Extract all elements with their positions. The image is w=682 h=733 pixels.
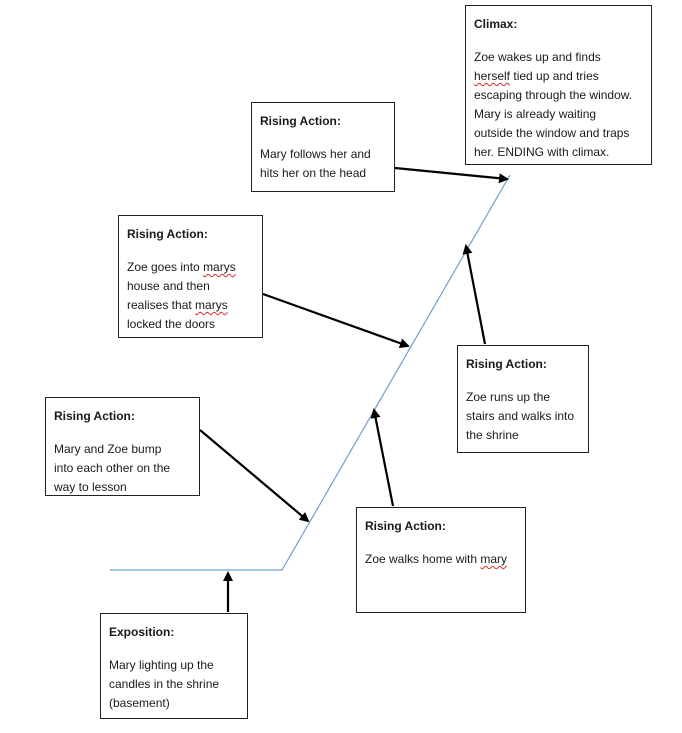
rising-action-title: Rising Action: bbox=[127, 227, 208, 241]
exposition-title: Exposition: bbox=[109, 625, 175, 639]
text-line: house and then bbox=[127, 277, 254, 296]
rising-action-text: Mary and Zoe bump into each other on the w… bbox=[54, 440, 191, 497]
arrow-rising-5 bbox=[370, 408, 395, 507]
rising-action-text: Mary follows her and hits her on the head bbox=[260, 145, 386, 183]
spellcheck-word: marys bbox=[203, 260, 236, 274]
rising-action-box-1: Rising Action: Mary follows her and hits … bbox=[251, 102, 395, 192]
text-line: outside the window and traps bbox=[474, 124, 643, 143]
exposition-text: Mary lighting up the candles in the shrin… bbox=[109, 656, 239, 713]
text-line: herself tied up and tries bbox=[474, 67, 643, 86]
text-line: Mary and Zoe bump bbox=[54, 440, 191, 459]
text-line: Zoe walks home with mary bbox=[365, 550, 517, 569]
text-line: Zoe runs up the bbox=[466, 388, 580, 407]
spellcheck-word: herself bbox=[474, 69, 511, 83]
arrow-rising-2 bbox=[262, 292, 410, 349]
text-line: into each other on the bbox=[54, 459, 191, 478]
text-line: locked the doors bbox=[127, 315, 254, 334]
text-segment: outside the window and traps bbox=[474, 126, 630, 140]
text-segment: Mary lighting up the bbox=[109, 658, 214, 672]
text-segment: tied up and tries bbox=[510, 69, 599, 83]
text-line: hits her on the head bbox=[260, 164, 386, 183]
text-line: escaping through the window. bbox=[474, 86, 643, 105]
rising-action-title: Rising Action: bbox=[54, 409, 135, 423]
text-line: Mary is already waiting bbox=[474, 105, 643, 124]
arrow-rising-4 bbox=[199, 429, 310, 523]
text-line: Mary follows her and bbox=[260, 145, 386, 164]
text-segment: way to lesson bbox=[54, 480, 127, 494]
text-segment: hits her on the head bbox=[260, 166, 367, 180]
rising-action-text: Zoe walks home with mary bbox=[365, 550, 517, 569]
text-segment: Mary follows her and bbox=[260, 147, 371, 161]
text-segment: Zoe runs up the bbox=[466, 390, 551, 404]
text-line: way to lesson bbox=[54, 478, 191, 497]
text-segment: Mary and Zoe bump bbox=[54, 442, 162, 456]
text-line: her. ENDING with climax. bbox=[474, 143, 643, 162]
rising-action-box-2: Rising Action: Zoe goes into marys house … bbox=[118, 215, 263, 338]
climax-text: Zoe wakes up and finds herself tied up an… bbox=[474, 48, 643, 162]
text-segment: (basement) bbox=[109, 696, 170, 710]
text-line: realises that marys bbox=[127, 296, 254, 315]
climax-box: Climax: Zoe wakes up and finds herself ti… bbox=[465, 5, 652, 165]
rising-action-box-5: Rising Action: Zoe walks home with mary bbox=[356, 507, 526, 613]
rising-action-title: Rising Action: bbox=[260, 114, 341, 128]
text-segment: stairs and walks into bbox=[466, 409, 575, 423]
text-segment: house and then bbox=[127, 279, 210, 293]
text-line: (basement) bbox=[109, 694, 239, 713]
arrow-rising-1 bbox=[394, 166, 509, 184]
text-line: the shrine bbox=[466, 426, 580, 445]
rising-action-title: Rising Action: bbox=[466, 357, 547, 371]
arrow-rising-3 bbox=[462, 244, 487, 345]
rising-action-text: Zoe goes into marys house and then realise… bbox=[127, 258, 254, 334]
climax-title: Climax: bbox=[474, 17, 518, 31]
text-line: Zoe goes into marys bbox=[127, 258, 254, 277]
rising-action-box-3: Rising Action: Zoe runs up the stairs and… bbox=[457, 345, 589, 453]
plot-arc-line bbox=[110, 174, 511, 571]
text-segment: into each other on the bbox=[54, 461, 171, 475]
text-line: Mary lighting up the bbox=[109, 656, 239, 675]
spellcheck-word: mary bbox=[480, 552, 508, 566]
text-segment: her. ENDING with climax. bbox=[474, 145, 610, 159]
text-segment: Zoe goes into bbox=[127, 260, 204, 274]
text-segment: escaping through the window. bbox=[474, 88, 633, 102]
text-segment: Zoe wakes up and finds bbox=[474, 50, 601, 64]
rising-action-box-4: Rising Action: Mary and Zoe bump into eac… bbox=[45, 397, 200, 496]
text-segment: realises that bbox=[127, 298, 196, 312]
text-line: Zoe wakes up and finds bbox=[474, 48, 643, 67]
text-segment: Mary is already waiting bbox=[474, 107, 597, 121]
rising-action-text: Zoe runs up the stairs and walks into the … bbox=[466, 388, 580, 445]
text-line: candles in the shrine bbox=[109, 675, 239, 694]
text-line: stairs and walks into bbox=[466, 407, 580, 426]
text-segment: locked the doors bbox=[127, 317, 216, 331]
exposition-box: Exposition: Mary lighting up the candles … bbox=[100, 613, 248, 719]
spellcheck-word: marys bbox=[195, 298, 228, 312]
rising-action-title: Rising Action: bbox=[365, 519, 446, 533]
text-segment: the shrine bbox=[466, 428, 519, 442]
text-segment: Zoe walks home with bbox=[365, 552, 481, 566]
text-segment: candles in the shrine bbox=[109, 677, 220, 691]
